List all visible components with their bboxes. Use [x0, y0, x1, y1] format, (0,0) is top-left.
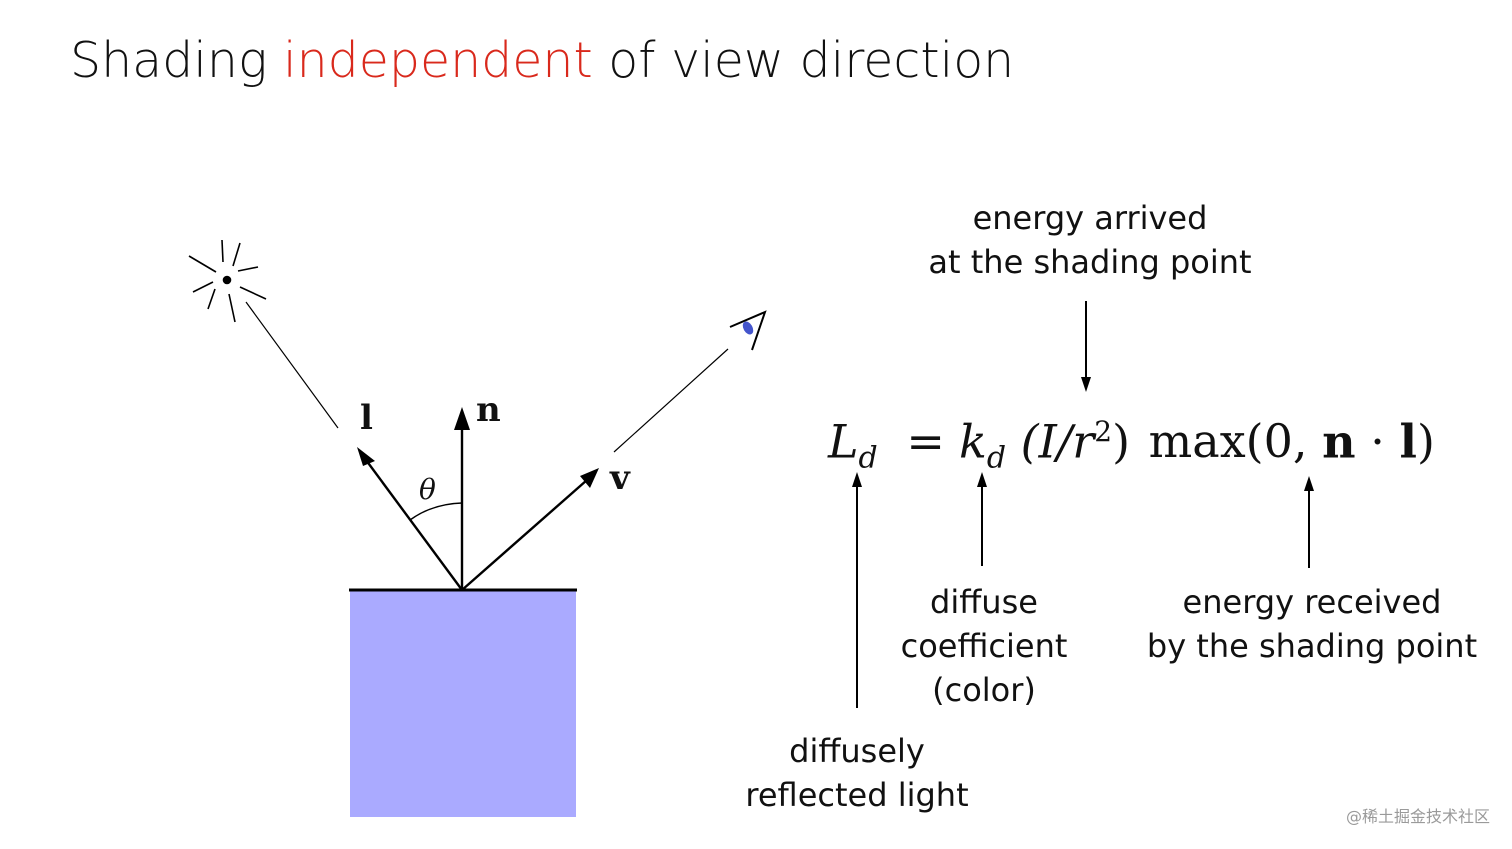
angle-arc: [409, 502, 463, 521]
view-vector-label: v: [610, 458, 630, 498]
eq-coef-sub: d: [986, 440, 1007, 476]
label-diffuse-coefficient-line1: diffuse: [930, 583, 1038, 621]
label-diffusely-reflected: diffusely reflected light: [697, 729, 1017, 817]
light-source-icon: [188, 239, 267, 323]
eq-n: n: [1322, 414, 1356, 469]
eq-dot: ·: [1355, 414, 1400, 469]
label-energy-received-line1: energy received: [1182, 583, 1442, 621]
title-prefix: Shading: [70, 32, 283, 89]
eq-lhs-sub: d: [858, 440, 878, 476]
arrow-energy-arrived: [1081, 301, 1091, 392]
label-diffuse-coefficient: diffuse coefficient (color): [874, 580, 1094, 712]
normal-vector-label: n: [476, 390, 501, 430]
eq-term-exp: 2: [1094, 415, 1113, 448]
title-highlight: independent: [282, 32, 593, 89]
slide-title: Shading independent of view direction: [70, 32, 1014, 89]
arrow-diffuse-coefficient: [977, 472, 987, 566]
label-diffusely-reflected-line1: diffusely: [789, 732, 925, 770]
label-energy-arrived: energy arrived at the shading point: [900, 196, 1280, 284]
arrow-diffusely-reflected: [852, 472, 862, 708]
eq-coef: k: [958, 414, 987, 469]
angle-label: θ: [419, 473, 436, 506]
light-ray: [245, 301, 339, 429]
watermark: @稀土掘金技术社区: [1345, 807, 1490, 826]
light-vector-label: l: [360, 398, 373, 438]
surface-block: [350, 590, 576, 817]
label-diffusely-reflected-line2: reflected light: [745, 776, 969, 814]
light-vector-arrow: [357, 447, 463, 591]
label-energy-received: energy received by the shading point: [1126, 580, 1498, 668]
eq-lhs: L: [828, 414, 859, 469]
diffuse-equation: Ld =kd (I/r2) max(0, n · l): [828, 402, 1435, 489]
eq-l: l: [1399, 414, 1417, 469]
label-energy-received-line2: by the shading point: [1146, 627, 1478, 665]
eq-max-close: ): [1416, 414, 1435, 469]
label-diffuse-coefficient-line3: (color): [932, 671, 1036, 709]
view-vector-arrow: [461, 468, 599, 591]
normal-vector-arrow: [454, 407, 470, 590]
eq-term-open: (I/r: [1020, 414, 1095, 469]
eye-icon: [729, 310, 767, 351]
eq-term-close: ): [1112, 414, 1131, 469]
arrow-energy-received: [1304, 476, 1314, 568]
view-ray: [613, 348, 729, 453]
title-suffix: of view direction: [592, 32, 1015, 89]
label-diffuse-coefficient-line2: coefficient: [900, 627, 1068, 665]
eq-equals: =: [906, 414, 945, 469]
label-energy-arrived-line2: at the shading point: [928, 243, 1252, 281]
label-energy-arrived-line1: energy arrived: [972, 199, 1208, 237]
eq-max-prefix: max(0,: [1148, 414, 1323, 469]
